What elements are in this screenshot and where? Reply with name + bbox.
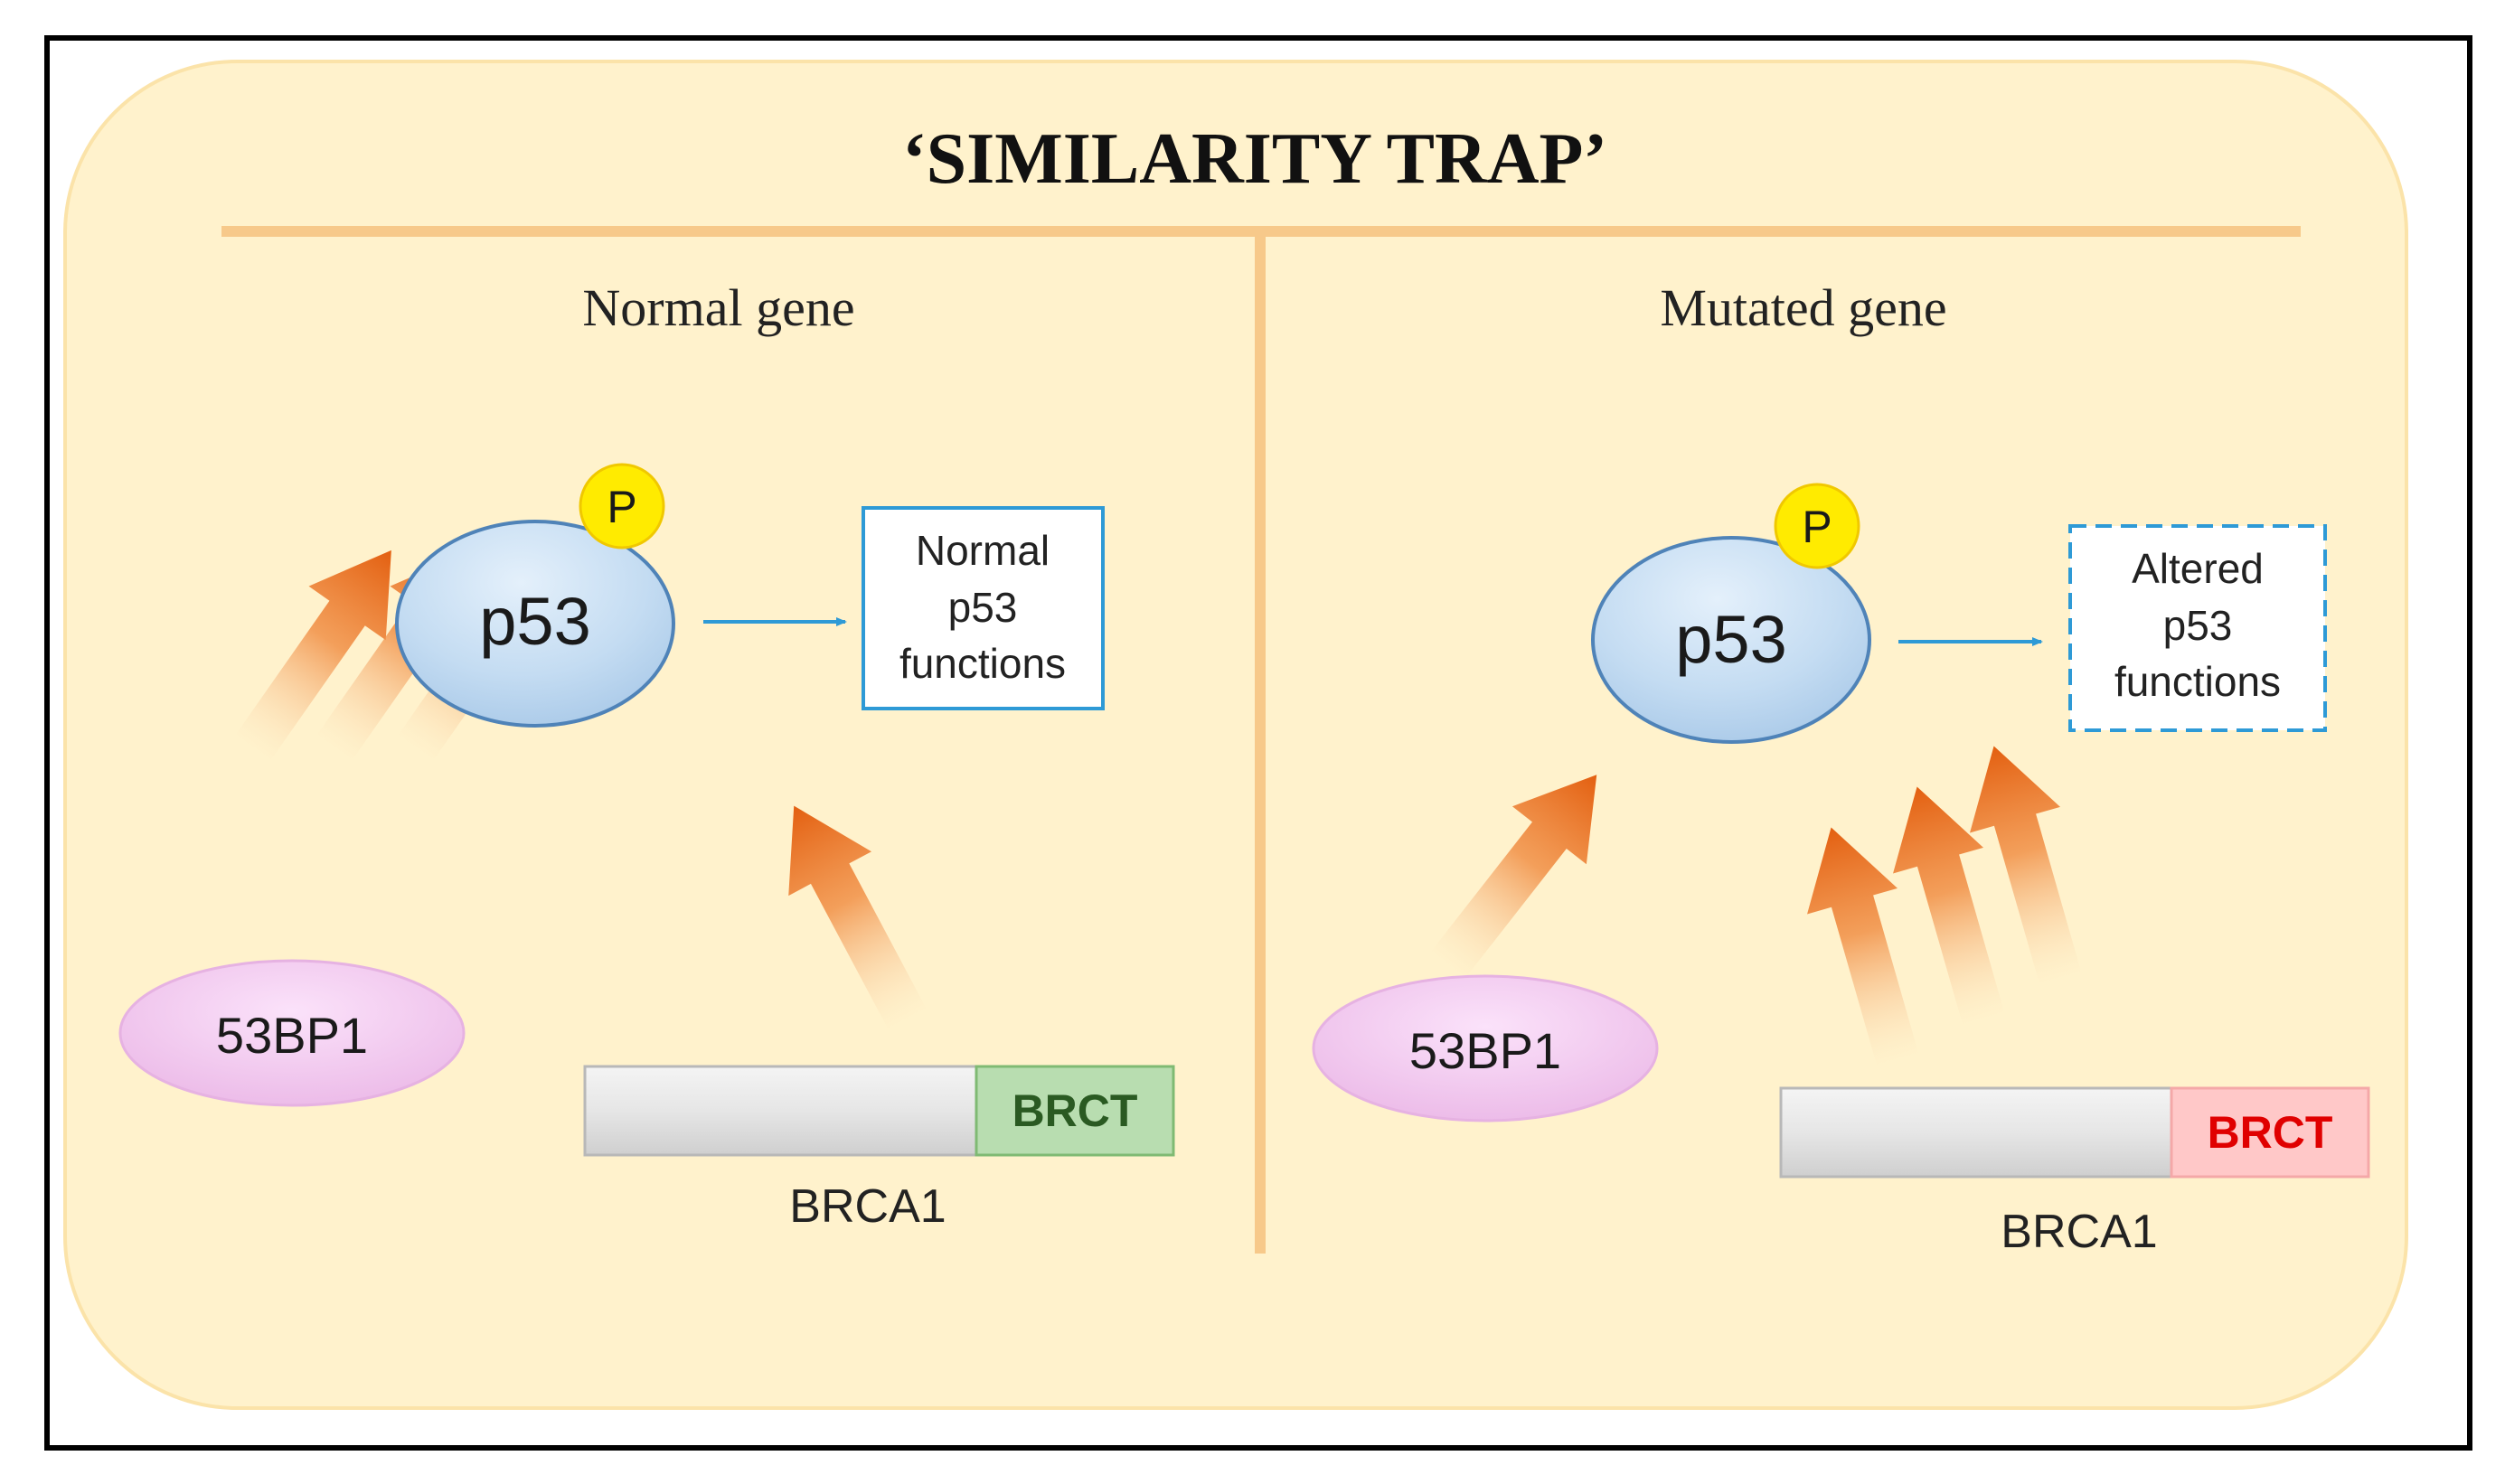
normal-outcome-box (862, 506, 1105, 710)
p53-protein (1591, 536, 1871, 744)
phosphate-label: P (607, 482, 636, 532)
53bp1-protein (1312, 974, 1659, 1122)
brct-domain (2170, 1086, 2370, 1179)
title-divider (221, 226, 2301, 237)
p53-protein (395, 520, 675, 728)
arrow-53bp1-mutated (1429, 775, 1597, 981)
outcome-line-3: functions (2114, 658, 2281, 705)
brca1-label: BRCA1 (789, 1180, 946, 1233)
brca1-body (583, 1065, 978, 1157)
p53-label: p53 (1675, 602, 1786, 677)
outcome-line-3: functions (899, 640, 1066, 687)
altered-outcome-box (2068, 524, 2327, 732)
mutated-gene-heading: Mutated gene (1660, 278, 1946, 337)
arrow-brca1-normal (788, 805, 928, 1032)
arrow-brca1-1 (1807, 827, 1920, 1068)
arrow-53bp1-1 (233, 549, 391, 763)
53bp1-protein (118, 959, 466, 1107)
mutated-brca1-arrows (1807, 746, 2083, 1068)
brct-label: BRCT (2208, 1107, 2333, 1158)
outcome-line-2: p53 (2163, 602, 2233, 649)
normal-gene-panel: Normal gene p53 P Normal p53 functions 5… (118, 278, 1175, 1233)
outcome-line-1: Normal (916, 527, 1050, 574)
brca1-body (1779, 1086, 2173, 1179)
phosphate-label: P (1802, 502, 1832, 552)
brca1-label: BRCA1 (2001, 1206, 2157, 1258)
p53-label: p53 (479, 584, 590, 659)
normal-gene-heading: Normal gene (582, 278, 854, 337)
diagram-title: ‘SIMILARITY TRAP’ (902, 119, 1607, 199)
panel-divider (1255, 237, 1266, 1254)
outcome-line-2: p53 (948, 584, 1018, 631)
arrow-brca1-3 (1970, 746, 2083, 987)
brct-label: BRCT (1012, 1085, 1138, 1136)
arrow-brca1-2 (1893, 786, 2006, 1028)
outcome-line-1: Altered (2132, 545, 2264, 592)
phosphate-badge (579, 463, 665, 549)
brct-domain (975, 1065, 1175, 1157)
53bp1-label: 53BP1 (1409, 1022, 1561, 1079)
53bp1-label: 53BP1 (216, 1007, 368, 1064)
mutated-gene-panel: Mutated gene p53 P Altered p53 functions… (1312, 278, 2370, 1258)
phosphate-badge (1774, 483, 1860, 569)
